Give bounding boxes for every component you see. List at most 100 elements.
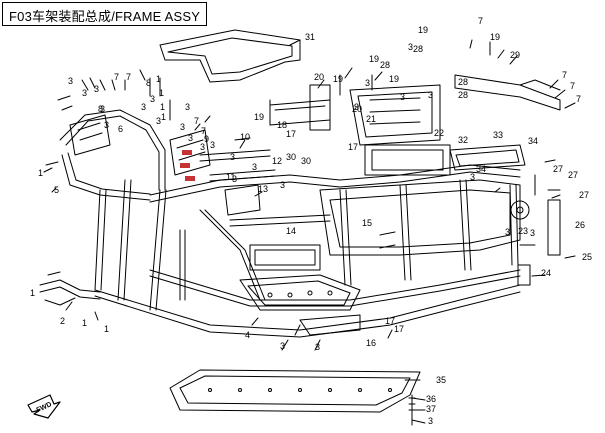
callout-number-24: 24 [541,268,551,278]
callout-number-16: 16 [366,338,376,348]
front-upright [94,189,101,291]
callout-number-32: 32 [458,135,468,145]
callout-number-1: 1 [82,318,87,328]
callout-number-28: 28 [380,60,390,70]
callout-number-28: 28 [413,44,423,54]
callout-number-31: 31 [305,32,315,42]
callout-number-7: 7 [201,126,206,136]
callout-number-28: 28 [458,77,468,87]
callout-number-9: 9 [204,134,209,144]
part-2-linkage [39,279,101,293]
callout-number-1: 1 [160,102,165,112]
callout-number-1: 1 [38,168,43,178]
callout-number-17: 17 [394,324,404,334]
callout-number-30: 30 [301,156,311,166]
callout-number-5: 5 [54,185,59,195]
callout-number-17: 17 [348,142,358,152]
part-26-bracket [547,199,561,256]
callout-number-22: 22 [434,128,444,138]
callout-number-19: 19 [369,54,379,64]
callout-number-7: 7 [478,16,483,26]
callout-number-3: 3 [505,227,510,237]
callout-number-3: 3 [82,88,87,98]
callout-number-36: 36 [426,394,436,404]
callout-number-3: 3 [354,102,359,112]
fwd-label: FWD [36,401,53,414]
callout-number-3: 3 [94,84,99,94]
callout-number-35: 35 [436,375,446,385]
callout-number-11: 11 [226,172,235,182]
callout-number-26: 26 [575,220,585,230]
rear-frame-upper [319,179,521,256]
callout-number-7: 7 [194,116,199,126]
frame-drawing [27,29,576,426]
callout-number-13: 13 [258,184,268,194]
part-35-skid-plate [169,369,421,413]
callout-number-6: 6 [118,124,123,134]
callout-number-12: 12 [272,156,282,166]
callout-number-7: 7 [126,72,131,82]
callout-number-3: 3 [280,341,285,351]
callout-number-3: 3 [100,104,105,114]
part-16-floor-plate [239,274,361,311]
part-29-rear-bar [454,74,561,111]
callout-number-3: 3 [428,416,433,426]
callout-number-19: 19 [418,25,428,35]
callout-number-19: 19 [333,74,343,84]
callout-number-3: 3 [470,172,475,182]
callout-number-28: 28 [458,90,468,100]
callout-number-4: 4 [245,330,250,340]
callout-number-3: 3 [141,102,146,112]
callout-number-37: 37 [426,404,436,414]
callout-number-33: 33 [493,130,503,140]
part-23-plate [510,200,530,220]
callout-number-3: 3 [156,116,161,126]
callout-number-14: 14 [286,226,296,236]
callout-number-19: 19 [490,32,500,42]
callout-number-3: 3 [210,140,215,150]
callout-number-3: 3 [232,174,237,184]
fwd-arrow-shape [27,394,61,419]
callout-number-3: 3 [428,90,433,100]
red-markers [180,150,195,181]
lower-frame-rail-rear [149,269,521,301]
callout-number-1: 1 [30,288,35,298]
callout-number-19: 19 [389,74,399,84]
callout-number-34: 34 [528,136,538,146]
callout-number-1: 1 [156,74,161,84]
callout-number-29: 29 [510,50,520,60]
callout-number-3: 3 [365,78,370,88]
part-9-panel [169,129,211,176]
callout-number-1: 1 [159,88,164,98]
front-roll-bar [59,109,166,191]
part-13-block [224,184,261,216]
part-33-bracket [449,144,526,171]
lower-frame-rail-left [94,284,521,331]
callout-number-3: 3 [530,228,535,238]
callout-number-1: 1 [161,112,166,122]
diagram-title-box: F03车架装配总成/FRAME ASSY [2,2,207,26]
callout-number-7: 7 [570,81,575,91]
callout-number-18: 18 [277,120,287,130]
part-21-rack [349,84,441,146]
callout-number-17: 17 [385,316,395,326]
part-20-bracket [309,84,331,131]
callout-number-3: 3 [400,92,405,102]
callout-number-3: 3 [150,94,155,104]
callout-number-7: 7 [562,70,567,80]
diagram-title: F03车架装配总成/FRAME ASSY [9,9,201,24]
callout-number-3: 3 [408,42,413,52]
callout-number-3: 3 [68,76,73,86]
callout-number-3: 3 [185,102,190,112]
callout-number-15: 15 [362,218,372,228]
callout-number-8: 8 [98,104,103,114]
part-24-bracket [517,264,531,286]
callout-number-7: 7 [114,72,119,82]
part-31-plate [159,29,301,83]
callout-number-17: 17 [286,129,296,139]
callout-number-27: 27 [568,170,578,180]
callout-number-3: 3 [252,162,257,172]
callout-number-23: 23 [518,226,528,236]
